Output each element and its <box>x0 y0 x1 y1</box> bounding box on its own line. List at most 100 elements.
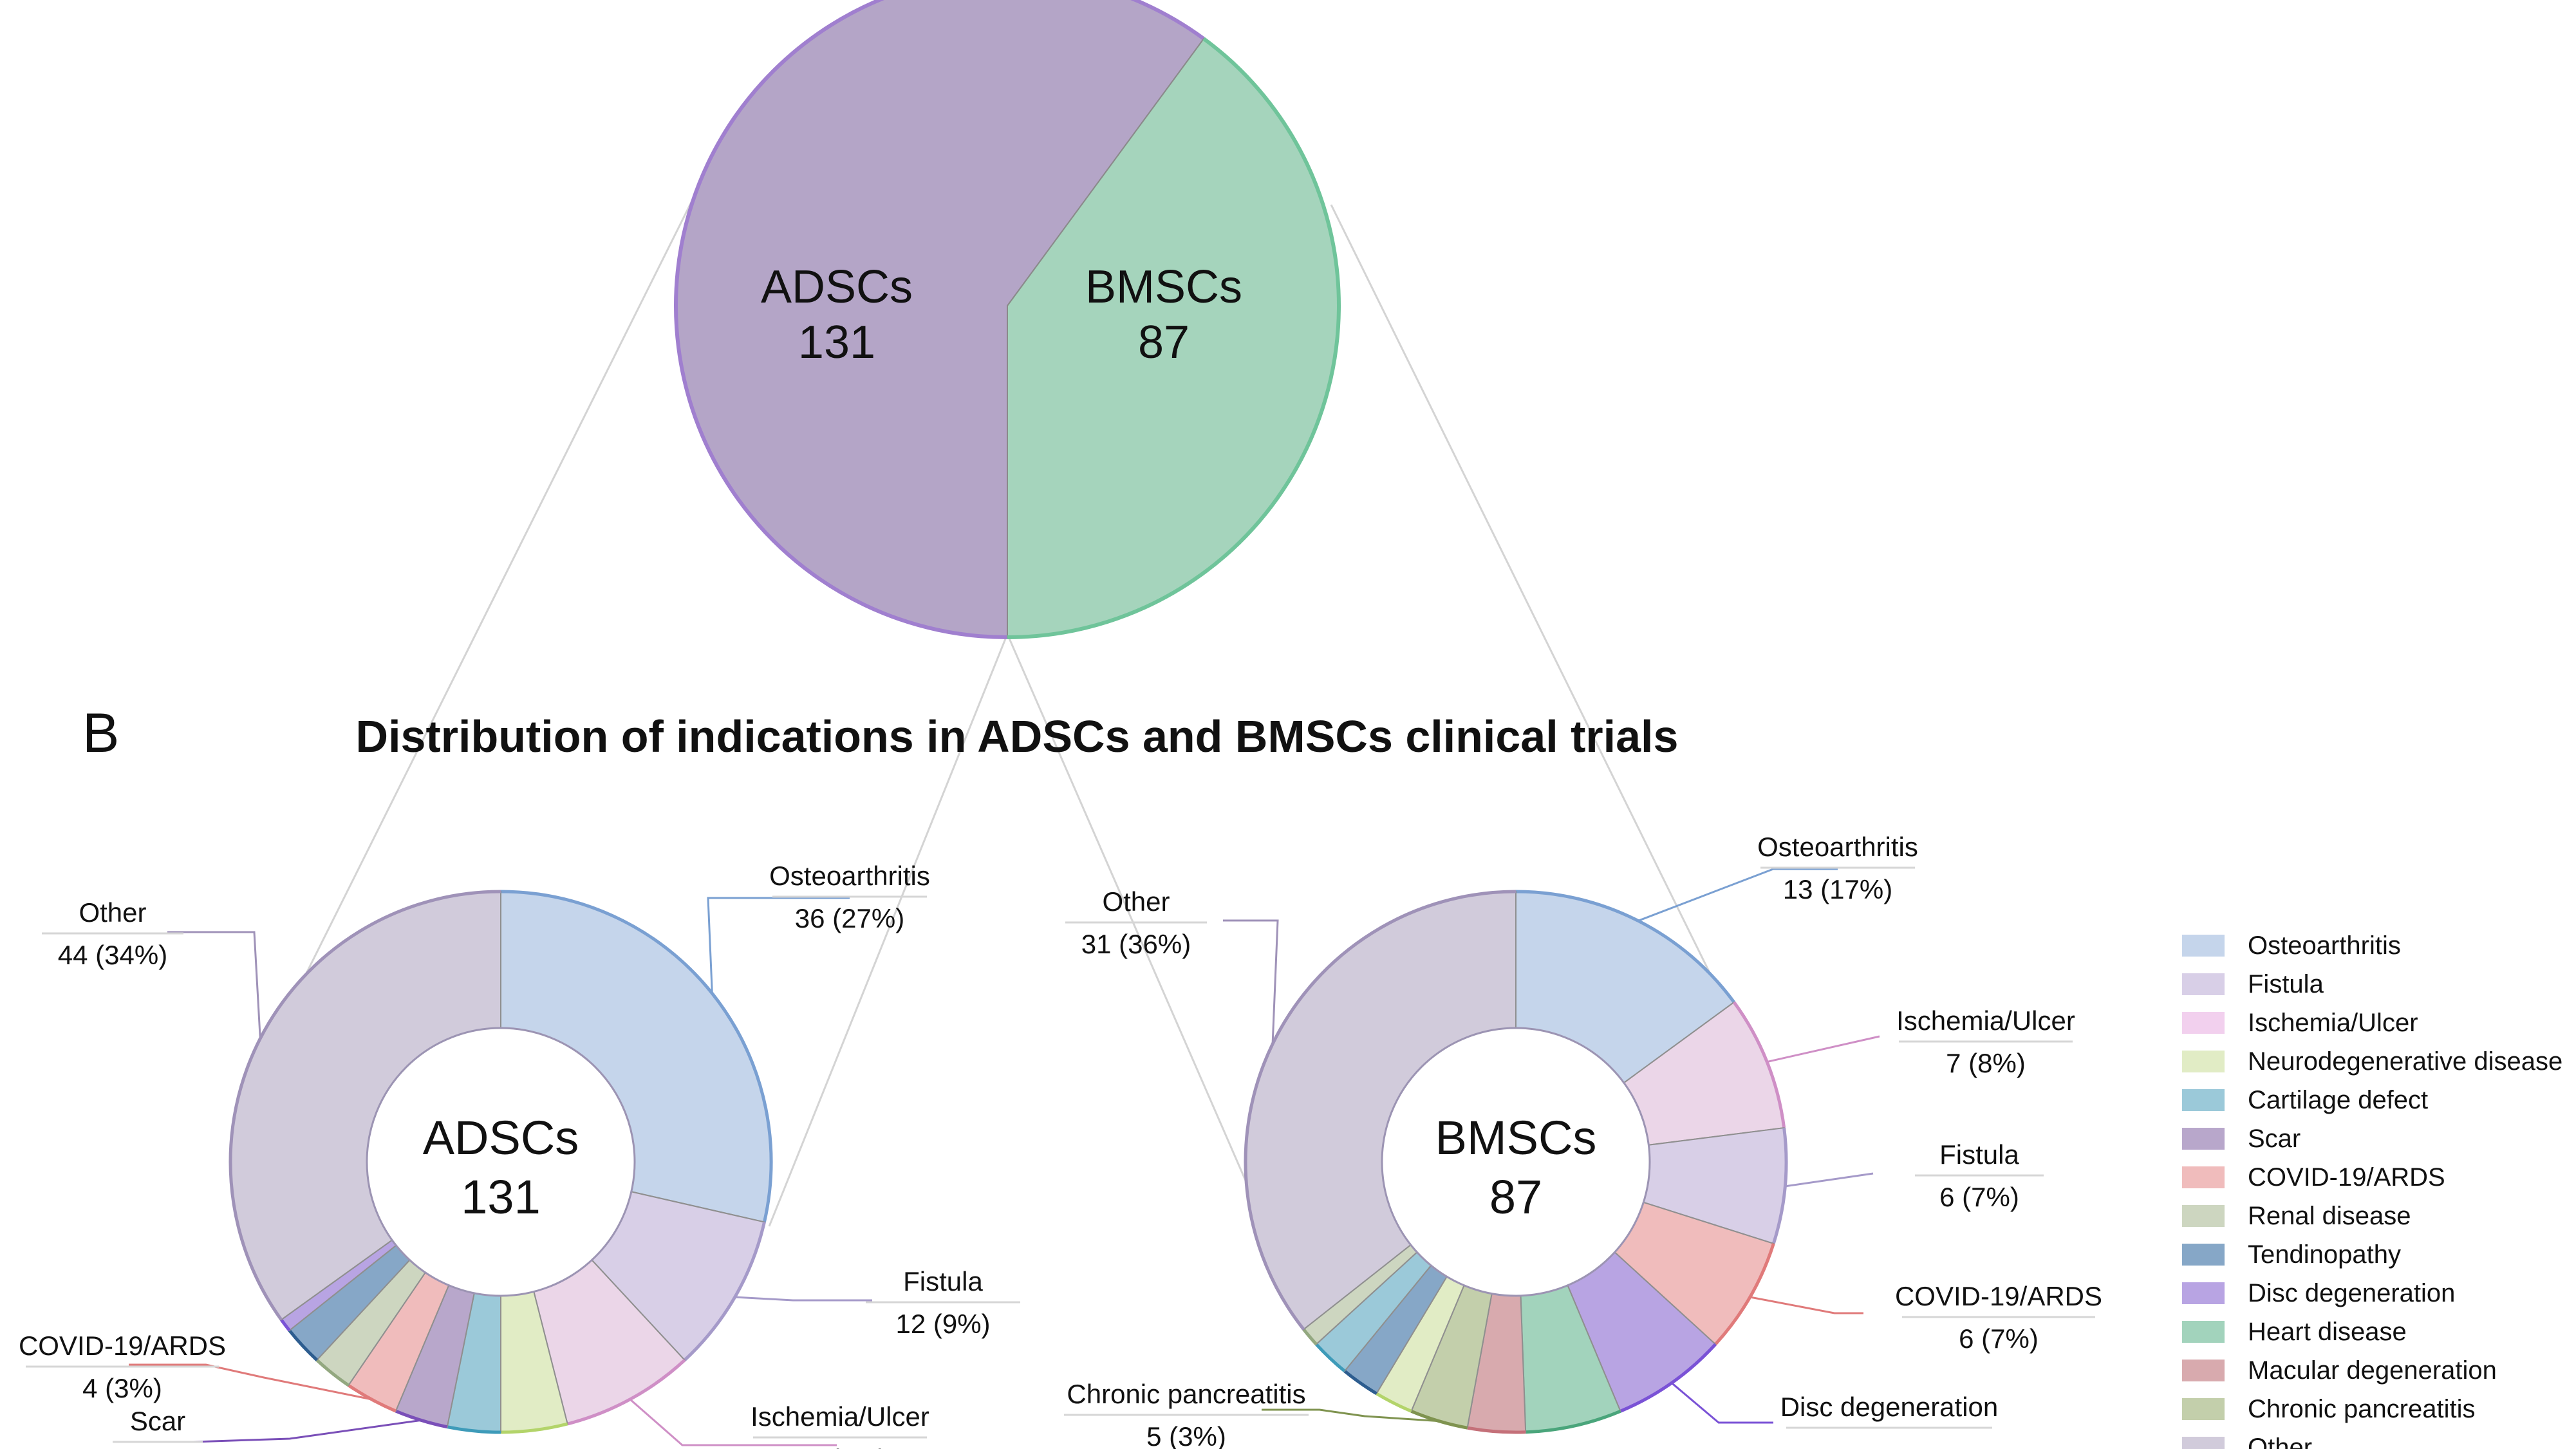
bmscs-donut-leader-osteoarthritis <box>1638 868 1838 922</box>
adscs-donut-callout-value-other: 44 (34%) <box>58 940 167 970</box>
adscs-donut-leader-covid-19-ards <box>129 1363 372 1401</box>
legend-swatch-other <box>2182 1437 2225 1449</box>
legend-label-tendinopathy: Tendinopathy <box>2248 1240 2401 1269</box>
overview-edge-adscs <box>674 0 1205 639</box>
legend-swatch-macular-degeneration <box>2182 1360 2225 1381</box>
bmscs-donut-center-value: 87 <box>1489 1170 1542 1224</box>
connector-line <box>768 633 1009 1227</box>
bmscs-donut-leader-disc-degeneration <box>1670 1382 1773 1424</box>
adscs-donut-leader-scar <box>192 1419 422 1443</box>
overview-label-adscs: ADSCs <box>761 261 913 313</box>
bmscs-donut-edge-disc-degeneration <box>1619 1343 1717 1413</box>
legend-swatch-osteoarthritis <box>2182 935 2225 957</box>
overview-value-adscs: 131 <box>798 317 875 368</box>
bmscs-donut-leader-ischemia-ulcer <box>1766 1035 1880 1063</box>
bmscs-donut-callout-value-ischemia-ulcer: 7 (8%) <box>1946 1048 2026 1078</box>
adscs-donut-edge-neurodegenerative-disease <box>500 1422 568 1434</box>
adscs-donut-center-value: 131 <box>461 1170 540 1224</box>
legend-label-neurodegenerative-disease: Neurodegenerative disease <box>2248 1047 2562 1076</box>
connector-line <box>296 200 693 992</box>
legend-label-other: Other <box>2248 1434 2312 1449</box>
bmscs-donut-callout-name-chronic-pancreatitis: Chronic pancreatitis <box>1067 1379 1305 1409</box>
adscs-donut-callout-value-ischemia-ulcer: 10 (8%) <box>792 1444 887 1449</box>
adscs-donut-callout-value-osteoarthritis: 36 (27%) <box>795 903 904 933</box>
bmscs-donut-callout-value-osteoarthritis: 13 (17%) <box>1783 874 1892 904</box>
legend-swatch-chronic-pancreatitis <box>2182 1398 2225 1420</box>
overview-value-bmscs: 87 <box>1138 317 1190 368</box>
bmscs-donut-callout-value-covid-19-ards: 6 (7%) <box>1959 1323 2039 1354</box>
legend-label-covid-19-ards: COVID-19/ARDS <box>2248 1163 2445 1192</box>
bmscs-donut-callout-value-chronic-pancreatitis: 5 (3%) <box>1146 1421 1226 1449</box>
bmscs-donut-leader-fistula <box>1785 1172 1874 1188</box>
adscs-donut-hole <box>366 1027 636 1297</box>
legend-swatch-disc-degeneration <box>2182 1282 2225 1304</box>
adscs-donut-leader-ischemia-ulcer <box>629 1398 837 1446</box>
legend-label-macular-degeneration: Macular degeneration <box>2248 1356 2497 1385</box>
bmscs-donut-edge-macular-degeneration <box>1467 1426 1526 1434</box>
adscs-donut-edge-fistula <box>683 1221 766 1361</box>
bmscs-donut-leader-other <box>1223 919 1279 1044</box>
legend-label-cartilage-defect: Cartilage defect <box>2248 1086 2428 1114</box>
panel-label: B <box>82 702 119 764</box>
bmscs-donut-callout-name-ischemia-ulcer: Ischemia/Ulcer <box>1896 1005 2075 1036</box>
bmscs-donut-edge-fistula <box>1771 1127 1788 1244</box>
bmscs-donut-hole <box>1381 1027 1651 1297</box>
bmscs-donut-center-label: BMSCs <box>1435 1111 1597 1164</box>
adscs-donut-chart: ADSCs 131 Osteoarthritis 36 (27%) Fistula 12 … <box>19 861 1020 1449</box>
zoom-connector-lines <box>296 200 1733 1262</box>
adscs-donut-callout-name-fistula: Fistula <box>903 1266 983 1296</box>
adscs-donut-leader-osteoarthritis <box>707 897 850 994</box>
adscs-donut-edge-osteoarthritis <box>500 890 773 1223</box>
legend-swatch-tendinopathy <box>2182 1244 2225 1266</box>
legend-swatch-ischemia-ulcer <box>2182 1012 2225 1034</box>
bmscs-donut-callout-name-fistula: Fistula <box>1939 1139 2019 1170</box>
adscs-donut-callout-name-ischemia-ulcer: Ischemia/Ulcer <box>751 1401 929 1432</box>
adscs-donut-center-label: ADSCs <box>423 1111 579 1164</box>
bmscs-donut-edge-osteoarthritis <box>1515 890 1735 1004</box>
legend: OsteoarthritisFistulaIschemia/UlcerNeuro… <box>2182 931 2562 1449</box>
adscs-donut-edge-covid-19-ards <box>347 1383 397 1413</box>
legend-swatch-cartilage-defect <box>2182 1089 2225 1111</box>
legend-label-disc-degeneration: Disc degeneration <box>2248 1279 2455 1307</box>
legend-label-heart-disease: Heart disease <box>2248 1318 2407 1346</box>
legend-label-chronic-pancreatitis: Chronic pancreatitis <box>2248 1395 2476 1423</box>
adscs-donut-edge-cartilage-defect <box>447 1425 501 1434</box>
bmscs-donut-leader-chronic-pancreatitis <box>1262 1408 1439 1423</box>
legend-label-ischemia-ulcer: Ischemia/Ulcer <box>2248 1009 2418 1037</box>
legend-swatch-scar <box>2182 1128 2225 1150</box>
overview-label-bmscs: BMSCs <box>1085 261 1242 313</box>
adscs-donut-callout-name-other: Other <box>79 897 146 928</box>
bmscs-donut-callout-value-fistula: 6 (7%) <box>1939 1182 2019 1212</box>
legend-label-osteoarthritis: Osteoarthritis <box>2248 931 2401 960</box>
legend-swatch-fistula <box>2182 973 2225 995</box>
adscs-donut-leader-other <box>167 931 261 1039</box>
adscs-donut-callout-name-osteoarthritis: Osteoarthritis <box>769 861 930 891</box>
legend-label-fistula: Fistula <box>2248 970 2324 998</box>
figure-title: Distribution of indications in ADSCs and… <box>356 711 1679 762</box>
bmscs-donut-callout-value-other: 31 (36%) <box>1081 929 1191 959</box>
connector-line <box>1330 204 1733 1018</box>
bmscs-donut-callout-name-osteoarthritis: Osteoarthritis <box>1757 832 1918 862</box>
bmscs-donut-edge-heart-disease <box>1526 1409 1621 1434</box>
overview-edge-bmscs <box>1007 37 1341 639</box>
adscs-donut-callout-name-scar: Scar <box>130 1406 185 1436</box>
adscs-donut-edge-scar <box>395 1409 448 1429</box>
bmscs-donut-chart: BMSCs 87 Osteoarthritis 13 (17%) Ischemia/Ul… <box>1064 832 2102 1449</box>
legend-label-renal-disease: Renal disease <box>2248 1202 2411 1230</box>
legend-swatch-neurodegenerative-disease <box>2182 1051 2225 1072</box>
adscs-donut-callout-value-fistula: 12 (9%) <box>895 1309 990 1339</box>
bmscs-donut-edge-covid-19-ards <box>1714 1243 1775 1345</box>
legend-swatch-covid-19-ards <box>2182 1166 2225 1188</box>
adscs-donut-leader-fistula <box>734 1296 872 1302</box>
adscs-donut-callout-value-covid-19-ards: 4 (3%) <box>82 1373 162 1403</box>
bmscs-donut-callout-name-other: Other <box>1102 886 1170 917</box>
bmscs-donut-callout-name-covid-19-ards: COVID-19/ARDS <box>1895 1281 2102 1311</box>
adscs-donut-callout-name-covid-19-ards: COVID-19/ARDS <box>19 1331 226 1361</box>
connector-line <box>1006 633 1282 1262</box>
legend-label-scar: Scar <box>2248 1125 2301 1153</box>
legend-swatch-heart-disease <box>2182 1321 2225 1343</box>
legend-swatch-renal-disease <box>2182 1205 2225 1227</box>
bmscs-donut-leader-covid-19-ards <box>1750 1296 1863 1314</box>
